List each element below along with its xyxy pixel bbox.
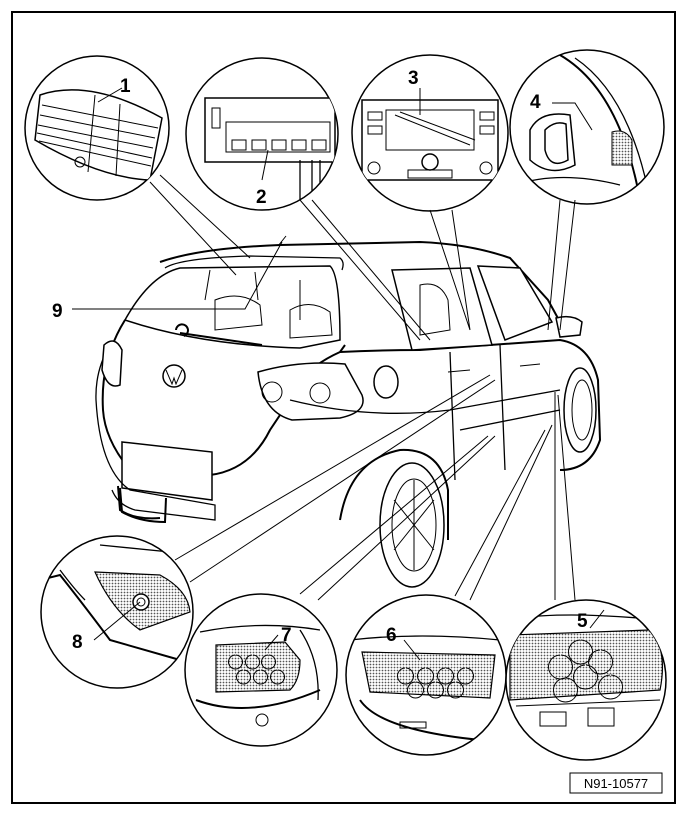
door-mirror — [555, 315, 583, 338]
car-drawing — [95, 240, 602, 588]
detail-antenna-7 — [184, 593, 338, 747]
detail-antenna-6 — [345, 594, 507, 756]
figure-code-box — [569, 772, 663, 794]
rear-wheel — [379, 462, 445, 588]
vw-badge — [162, 364, 186, 388]
callout-3: 3 — [408, 68, 419, 89]
callout-8: 8 — [72, 632, 83, 653]
callout-2: 2 — [256, 187, 267, 208]
callout-1: 1 — [120, 76, 131, 97]
tail-light-left — [101, 340, 123, 387]
detail-radio-2 — [185, 57, 339, 211]
detail-antenna-8 — [40, 535, 194, 689]
callout-9: 9 — [52, 301, 63, 322]
number-plate — [121, 441, 213, 501]
detail-mirror-4 — [509, 49, 665, 205]
detail-radio-3 — [351, 54, 509, 212]
callout-7: 7 — [281, 625, 292, 646]
side-window-front — [476, 265, 554, 341]
fuel-flap — [373, 365, 399, 399]
callout-4: 4 — [530, 92, 541, 113]
rear-window — [123, 265, 341, 349]
callout-6: 6 — [386, 625, 397, 646]
leader-lines — [72, 87, 605, 661]
detail-rear-window — [24, 55, 170, 201]
callout-5: 5 — [577, 611, 588, 632]
figure-code: N91-10577 — [584, 776, 648, 791]
front-wheel — [563, 367, 597, 453]
